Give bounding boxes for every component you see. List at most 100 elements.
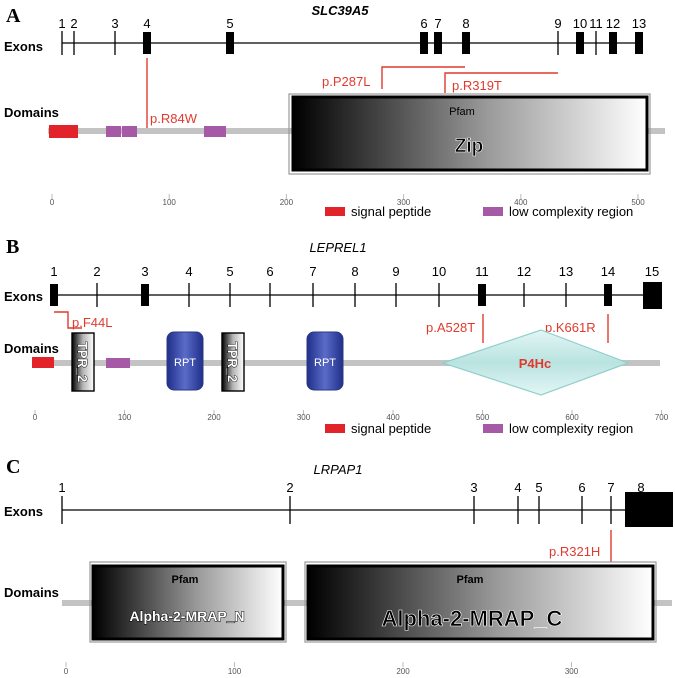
exon-number: 2 (286, 480, 293, 495)
axis-tick-label: 100 (118, 413, 132, 422)
legend-signal-b: signal peptide (351, 421, 431, 436)
exons-label-c: Exons (4, 504, 43, 519)
exon-number: 8 (462, 16, 469, 31)
legend-lowcomp-b: low complexity region (509, 421, 633, 436)
exon-number: 11 (589, 16, 603, 31)
panel-letter-a: A (6, 5, 21, 27)
exon-number: 10 (573, 16, 587, 31)
alpha2-n-domain (91, 564, 285, 641)
exon-number: 11 (475, 264, 489, 279)
alpha2-c-label: Alpha-2-MRAP_C (382, 606, 563, 631)
domains-label-a: Domains (4, 105, 59, 120)
axis-tick-label: 700 (655, 413, 669, 422)
protein-backbone-b (32, 360, 660, 366)
zip-domain-frame (288, 93, 651, 175)
exon-number: 1 (58, 16, 65, 31)
axis-tick-label: 300 (397, 198, 411, 207)
panel-letter-c: C (6, 456, 20, 478)
domains-label-b: Domains (4, 341, 59, 356)
exon-number: 3 (470, 480, 477, 495)
legend-signal-a: signal peptide (351, 204, 431, 219)
axis-tick-label: 500 (476, 413, 490, 422)
rpt-label-1: RPT (174, 357, 196, 369)
tpr-label-1: TPR_2 (75, 342, 90, 382)
legend-swatch-signal-b (325, 424, 345, 433)
exon-number: 8 (637, 480, 644, 495)
zip-domain (291, 95, 649, 172)
axis-tick-label: 300 (565, 667, 579, 676)
axis-tick-label: 500 (631, 198, 645, 207)
panel-letter-b: B (6, 236, 19, 258)
exon-number: 4 (514, 480, 521, 495)
exon-number: 9 (554, 16, 561, 31)
tpr-domain-1 (71, 332, 95, 392)
zip-domain-label: Zip (455, 136, 484, 157)
legend-swatch-lowcomp-a (483, 207, 503, 216)
exon-number: 12 (517, 264, 531, 279)
exon-number: 1 (58, 480, 65, 495)
low-complexity-a-3 (204, 126, 226, 137)
alpha2-c-domain (306, 564, 655, 641)
alpha2-n-frame (89, 561, 287, 643)
exon-number: 2 (70, 16, 77, 31)
mutation-line-r319t (444, 72, 558, 93)
exon-number: 6 (420, 16, 427, 31)
p4hc-label: P4Hc (519, 356, 552, 371)
exon-number: 5 (226, 16, 233, 31)
exon-marker (625, 492, 673, 527)
p4hc-domain (441, 329, 630, 396)
zip-pfam-label: Pfam (449, 106, 475, 118)
legend-lowcomp-a: low complexity region (509, 204, 633, 219)
axis-tick-label: 0 (64, 667, 69, 676)
alpha2-n-label: Alpha-2-MRAP_N (129, 608, 244, 624)
exon-number: 7 (309, 264, 316, 279)
mutation-label-f44l: p.F44L (72, 315, 112, 330)
rpt-domain-1 (166, 331, 204, 391)
alpha2-c-frame (304, 561, 657, 643)
axis-tick-label: 200 (280, 198, 294, 207)
exon-number: 9 (392, 264, 399, 279)
exons-label-a: Exons (4, 39, 43, 54)
axis-tick-label: 0 (33, 413, 38, 422)
exon-number: 6 (578, 480, 585, 495)
exon-marker (604, 284, 612, 306)
axis-tick-label: 200 (396, 667, 410, 676)
exon-number: 10 (432, 264, 446, 279)
exon-number: 6 (266, 264, 273, 279)
exon-number: 14 (601, 264, 615, 279)
exon-marker (609, 32, 617, 54)
axis-tick-label: 100 (163, 198, 177, 207)
rpt-label-2: RPT (314, 357, 336, 369)
mutation-label-p287l: p.P287L (322, 74, 370, 89)
exon-markers-b (50, 282, 662, 309)
domains-label-c: Domains (4, 585, 59, 600)
rpt-domain-2 (306, 331, 344, 391)
exon-number: 3 (141, 264, 148, 279)
exon-marker (643, 282, 662, 309)
alpha2-n-pfam-label: Pfam (172, 574, 199, 586)
legend-swatch-signal-a (325, 207, 345, 216)
axis-tick-label: 400 (386, 413, 400, 422)
axis-tick-label: 400 (514, 198, 528, 207)
mutation-label-r84w: p.R84W (150, 111, 198, 126)
mutation-label-r319t: p.R319T (452, 78, 502, 93)
low-complexity-a-2 (122, 126, 137, 137)
mutation-label-a528t: p.A528T (426, 320, 475, 335)
alpha2-c-pfam-label: Pfam (457, 574, 484, 586)
exon-number: 8 (351, 264, 358, 279)
exon-marker (226, 32, 234, 54)
legend-swatch-lowcomp-b (483, 424, 503, 433)
exon-marker (50, 284, 58, 306)
exon-marker (141, 284, 149, 306)
tpr-label-2: TPR_2 (225, 342, 240, 382)
gene-name-b: LEPREL1 (309, 240, 366, 255)
exon-markers-c (61, 492, 673, 527)
exon-number: 3 (111, 16, 118, 31)
axis-tick-label: 200 (207, 413, 221, 422)
exon-number: 4 (143, 16, 150, 31)
